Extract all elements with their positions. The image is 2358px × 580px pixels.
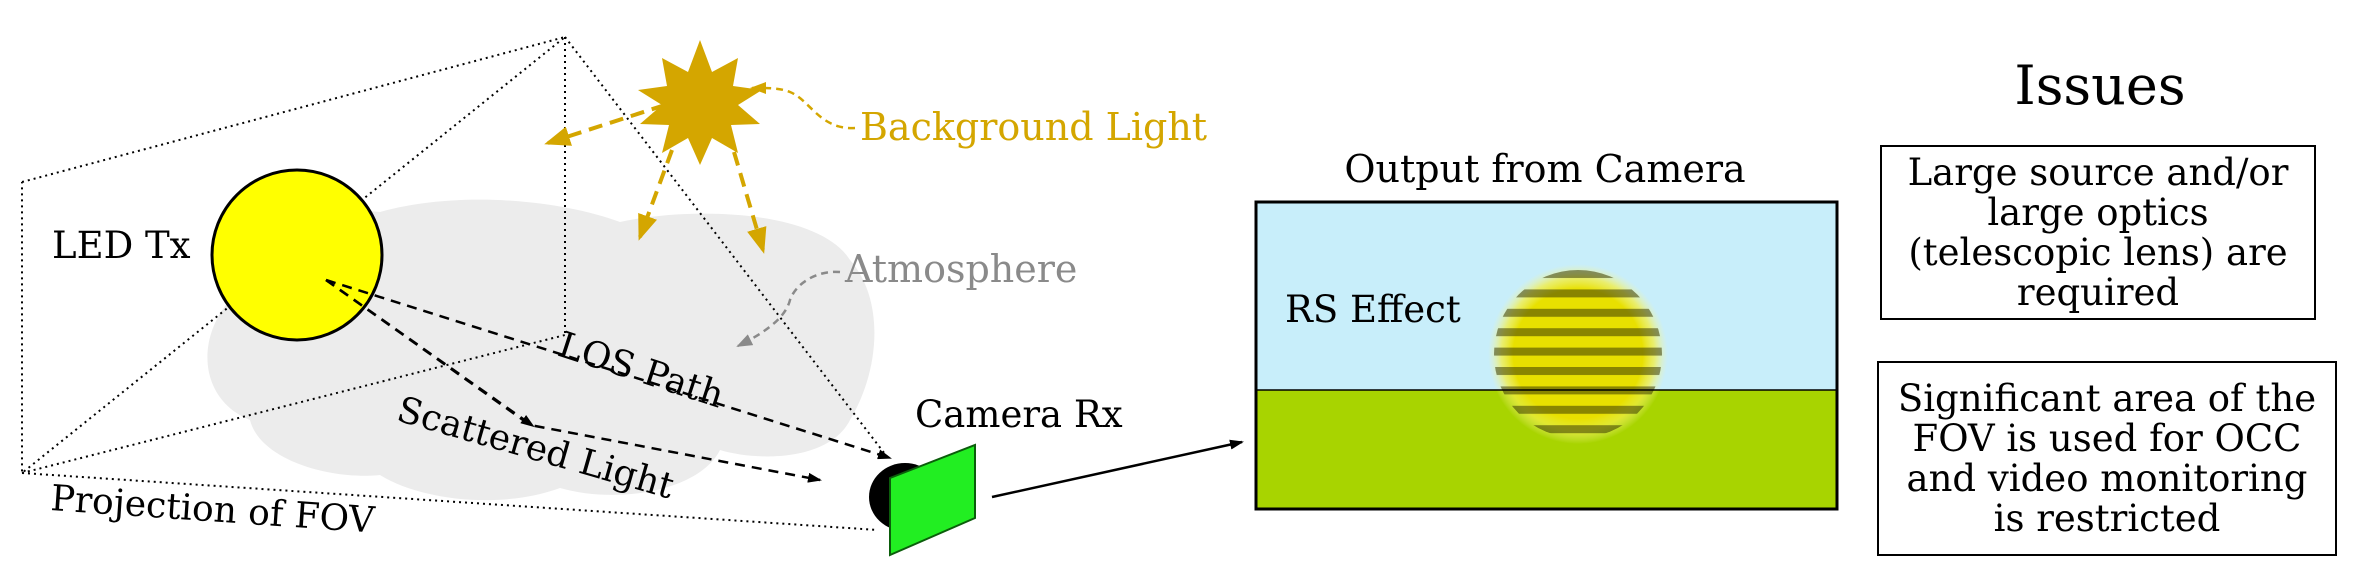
led-tx: [210, 168, 384, 342]
atmosphere-pointer: [736, 270, 841, 348]
background-light-pointer: [750, 82, 856, 130]
issues-title: Issues: [2014, 54, 2186, 117]
projection-fov-label: Projection of FOV: [49, 478, 376, 542]
rolling-shutter-stripes: [1494, 270, 1662, 438]
fov-projection: [21, 36, 889, 531]
scattered-light-arrow: [325, 278, 822, 483]
output-title: Output from Camera: [1344, 147, 1745, 191]
led-tx-label: LED Tx: [52, 224, 191, 267]
atmosphere-label: Atmosphere: [844, 247, 1077, 291]
issue-box-1: Large source and/or large optics (telesc…: [1880, 145, 2316, 320]
los-path-arrow: [325, 278, 892, 460]
issue-box-2: Significant area of the FOV is used for …: [1877, 361, 2337, 556]
camera-rx-icon: [869, 443, 976, 557]
camera-rx-label: Camera Rx: [915, 393, 1123, 436]
sun-icon: [638, 40, 762, 165]
rs-effect-label: RS Effect: [1285, 288, 1461, 331]
issue-text-2: Significant area of the FOV is used for …: [1897, 376, 2317, 540]
background-light-arrows: [544, 103, 767, 254]
scatter-mid-arrow: [325, 278, 535, 428]
background-light-label: Background Light: [860, 105, 1207, 149]
camera-output-frame: [1254, 200, 1839, 511]
issue-text-1: Large source and/or large optics (telesc…: [1907, 150, 2289, 314]
camera-output-arrow: [991, 439, 1244, 499]
